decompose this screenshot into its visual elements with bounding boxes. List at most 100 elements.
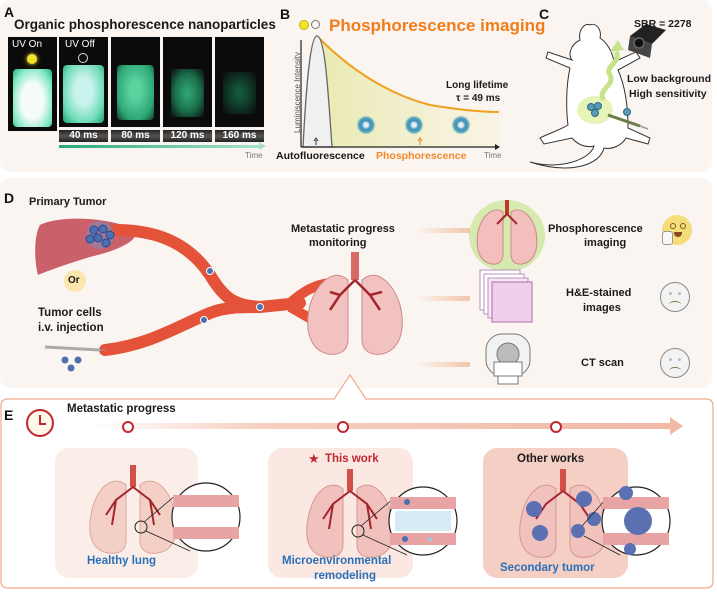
panel-c-line1: Low background: [627, 73, 711, 85]
monitoring-label-line1: Metastatic progress: [291, 223, 395, 235]
nanoparticle-icon: [356, 115, 376, 135]
vial-80ms: [111, 37, 160, 127]
metastatic-nodule: [532, 525, 548, 541]
circulating-tumor-cell: [256, 303, 264, 311]
syringe-icon: [607, 113, 649, 130]
panel-c-line2: High sensitivity: [629, 88, 707, 100]
nanoparticle-icon: [591, 109, 599, 117]
uv-on-label: UV On: [12, 39, 43, 50]
remodeling-lung-illustration: [306, 469, 458, 558]
stage-caption-secondary: Secondary tumor: [500, 562, 595, 574]
secondary-tumor-lung-illustration: [519, 469, 671, 558]
arrow-to-ct: [415, 362, 470, 367]
phosphorescence-marker: [417, 137, 423, 145]
camera-icon: [628, 24, 666, 58]
he-stained-slides-icon: [479, 269, 533, 323]
time-axis-label: Time: [245, 151, 263, 160]
x-label-phosphorescence: Phosphorescence: [376, 150, 467, 162]
unlit-bulb-icon: [78, 53, 88, 63]
star-icon: ★: [308, 451, 320, 466]
panel-b-label: B: [280, 6, 291, 22]
time-label-160ms: 160 ms: [215, 130, 264, 142]
x-axis-arrowhead: [495, 144, 500, 150]
x-label-autofluorescence: Autofluorescence: [276, 150, 365, 162]
vial-120ms: [163, 37, 212, 127]
y-axis-label: Luminiscence Intensity: [292, 52, 302, 133]
tumor-cell-icon: [74, 356, 82, 364]
lifetime-annotation-line2: τ = 49 ms: [456, 93, 501, 104]
vial-40ms: UV Off: [59, 37, 108, 127]
mouse-illustration: [529, 23, 666, 169]
timeline-node-remodeling: [337, 421, 349, 433]
timeline-node-healthy: [122, 421, 134, 433]
timeline-node-secondary: [550, 421, 562, 433]
timeline-arrowhead: [670, 417, 683, 435]
primary-tumor-label: Primary Tumor: [29, 196, 107, 208]
tumor-cell-cluster: [85, 221, 115, 249]
nanoparticle-icon: [451, 115, 471, 135]
time-label-40ms: 40 ms: [59, 130, 108, 142]
monitoring-label-line2: monitoring: [309, 237, 367, 249]
vessel-lower: [99, 301, 266, 356]
metastatic-nodule: [576, 491, 592, 507]
metastatic-nodule: [526, 501, 542, 517]
lit-bulb-icon: [299, 20, 309, 30]
nanoparticle-icon: [404, 115, 424, 135]
sad-face-icon: [660, 282, 690, 312]
method-ct-label: CT scan: [581, 357, 624, 369]
uv-off-label: UV Off: [65, 39, 95, 50]
sad-face-icon: [660, 348, 690, 378]
metastatic-nodule: [571, 524, 585, 538]
arrow-to-phosphorescence: [415, 228, 470, 233]
tumor-cell-icon: [67, 364, 75, 372]
circulating-tumor-cell: [206, 267, 214, 275]
time-label-80ms: 80 ms: [111, 130, 160, 142]
vial-160ms: [215, 37, 264, 127]
method-he-line1: H&E-stained: [566, 287, 632, 299]
decay-curve-chart: [300, 35, 500, 150]
time-arrow: [59, 145, 259, 148]
progress-timeline: [90, 423, 670, 429]
other-works-label: Other works: [517, 453, 585, 465]
unlit-bulb-icon: [311, 20, 320, 29]
method-he-line2: images: [583, 302, 621, 314]
stage-caption-remodeling-line2: remodeling: [314, 570, 376, 582]
injection-label-line2: i.v. injection: [38, 322, 104, 334]
syringe-icon: [44, 345, 106, 352]
time-arrowhead: [259, 142, 266, 150]
clock-icon: [26, 409, 54, 437]
nanoparticle-icon: [594, 102, 602, 110]
trachea: [351, 252, 359, 280]
lit-bulb-icon: [27, 54, 37, 64]
panel-c-label: C: [539, 6, 550, 22]
injection-label-line1: Tumor cells: [38, 307, 102, 319]
circulating-tumor-cell: [200, 316, 208, 324]
nanoparticle-icon: [623, 108, 631, 116]
thinking-face-icon: [662, 215, 692, 245]
sbr-value: SBR = 2278: [634, 18, 692, 30]
stage-caption-healthy: Healthy lung: [87, 555, 157, 567]
emission-arrowhead: [610, 40, 624, 52]
vial-uv-on: UV On: [8, 37, 57, 131]
method-phosphorescence-line1: Phosphorescence: [548, 223, 643, 235]
panel-b-title: Phosphorescence imaging: [329, 16, 546, 35]
circulation-illustration: [35, 218, 331, 372]
or-label: Or: [68, 275, 80, 286]
healthy-lung-illustration: [89, 465, 241, 554]
panel-a-label: A: [4, 4, 15, 20]
lung-illustration: [307, 252, 403, 355]
panel-e-title: Metastatic progress: [67, 403, 176, 415]
lifetime-annotation-line1: Long lifetime: [446, 80, 509, 91]
panel-e-label: E: [4, 407, 14, 423]
phosphorescence-decay-line: [316, 35, 500, 113]
arrow-to-he: [415, 296, 470, 301]
x-axis-time-label: Time: [484, 151, 502, 160]
stage-caption-remodeling-line1: Microenvironmental: [282, 555, 392, 567]
panel-a-title: Organic phosphorescence nanoparticles: [14, 17, 276, 32]
metastatic-nodule: [587, 512, 601, 526]
autofluorescence-peak: [302, 35, 333, 148]
glowing-lung-icon: [469, 200, 545, 272]
method-phosphorescence-line2: imaging: [584, 237, 627, 249]
ct-scanner-icon: [485, 333, 531, 385]
time-label-120ms: 120 ms: [163, 130, 212, 142]
